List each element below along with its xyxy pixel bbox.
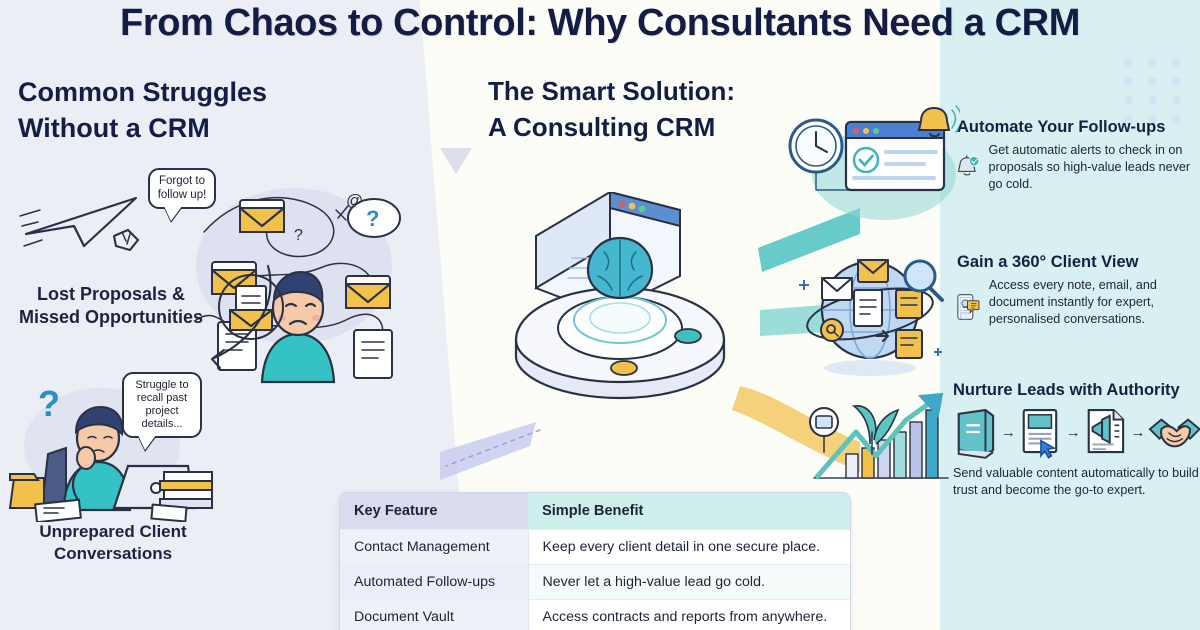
table-column-header-benefit: Simple Benefit — [528, 493, 850, 530]
flow-arrow-1-icon: → — [1000, 423, 1016, 441]
table: Key Feature Simple Benefit Contact Manag… — [340, 493, 850, 630]
table-cell-benefit: Access contracts and reports from anywhe… — [528, 599, 850, 630]
table-cell-benefit: Never let a high-value lead go cold. — [528, 564, 850, 600]
speech-bubble-recall-details: Struggle to recall past project details.… — [122, 372, 202, 438]
caption-unprepared-line-1: Unprepared Client — [39, 522, 187, 541]
svg-text:?: ? — [366, 206, 379, 231]
left-heading-line-2: Without a CRM — [18, 113, 210, 144]
speech-bubble-forgot-followup: Forgot to follow up! — [148, 168, 216, 210]
left-heading-line-1: Common Struggles — [18, 77, 268, 107]
feature-benefit-table: Key Feature Simple Benefit Contact Manag… — [339, 492, 851, 630]
feature-body: Access every note, email, and document i… — [988, 278, 1157, 326]
clock-dashboard-alert-illustration — [788, 105, 960, 220]
feature-block-client-view: Gain a 360° Client View Access every not… — [957, 253, 1200, 337]
feature-title: Nurture Leads with Authority — [953, 381, 1180, 399]
center-heading-line-2: A Consulting CRM — [488, 111, 716, 142]
page-title: From Chaos to Control: Why Consultants N… — [120, 2, 1080, 44]
flow-arrow-down-icon — [210, 264, 272, 370]
globe-documents-illustration — [799, 258, 944, 376]
book-icon — [957, 408, 995, 459]
center-heading-line-1: The Smart Solution: — [488, 76, 735, 106]
paper-plane-icon — [19, 196, 140, 252]
table-cell-benefit: Keep every client detail in one secure p… — [528, 529, 850, 565]
svg-text:?: ? — [38, 383, 60, 424]
caption-unprepared-line-2: Conversations — [53, 544, 173, 564]
caption-unprepared-conversations: Unprepared Client Conversations — [6, 521, 220, 565]
growth-chart-illustration — [809, 392, 949, 480]
table-cell-feature: Automated Follow-ups — [340, 564, 529, 600]
caption-lost-line-2: Missed Opportunities — [18, 307, 204, 328]
table-row: Contact Management Keep every client det… — [340, 529, 850, 565]
webpage-cursor-icon — [1022, 408, 1058, 459]
table-column-header-feature: Key Feature — [340, 493, 528, 530]
table-row: Document Vault Access contracts and repo… — [340, 599, 850, 630]
feature-block-nurture: Nurture Leads with Authority → → — [953, 381, 1200, 499]
caption-lost-proposals: Lost Proposals & Missed Opportunities — [0, 283, 222, 330]
megaphone-document-icon — [1087, 408, 1124, 454]
table-cell-feature: Document Vault — [340, 599, 529, 630]
feature-body: Get automatic alerts to check in on prop… — [988, 143, 1191, 191]
client-profile-card-icon — [957, 294, 980, 320]
handshake-icon — [1148, 418, 1200, 448]
left-column-heading: Common Struggles Without a CRM — [18, 74, 348, 147]
caption-lost-line-1: Lost Proposals & — [36, 284, 186, 304]
table-header-row: Key Feature Simple Benefit — [340, 493, 850, 530]
dot-grid-decoration — [1124, 58, 1188, 124]
flow-arrow-2-icon: → — [1065, 423, 1081, 441]
flow-arrow-3-icon: → — [1130, 423, 1146, 441]
crm-hub-illustration — [514, 192, 726, 400]
nurture-flow-icon: → → → — [953, 405, 1200, 459]
feature-title: Automate Your Follow-ups — [957, 118, 1166, 136]
bell-check-icon — [957, 155, 980, 176]
center-column-heading: The Smart Solution: A Consulting CRM — [488, 74, 818, 146]
svg-text:?: ? — [294, 227, 303, 244]
table-cell-feature: Contact Management — [340, 529, 529, 565]
feature-body: Send valuable content automatically to b… — [953, 466, 1199, 497]
feature-title: Gain a 360° Client View — [957, 253, 1139, 271]
divider-triangle-icon — [440, 148, 472, 174]
feature-block-automate: Automate Your Follow-ups Get automatic a… — [957, 118, 1200, 193]
table-row: Automated Follow-ups Never let a high-va… — [340, 564, 850, 600]
